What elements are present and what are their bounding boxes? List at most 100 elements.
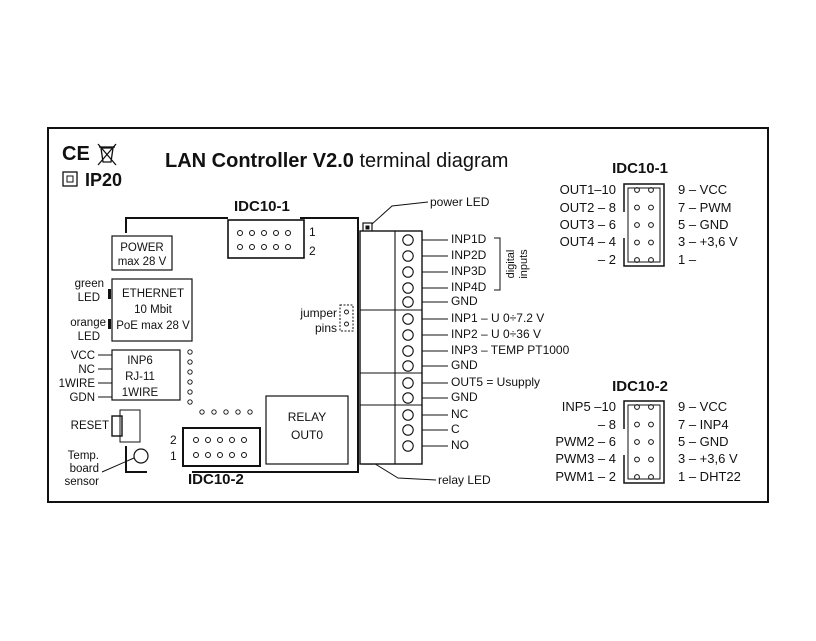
idc10-1-connector <box>623 183 665 267</box>
ce-mark: CE <box>62 143 90 165</box>
digital-inputs-bracket <box>494 237 501 291</box>
idc-bottom-extra-dots <box>199 409 253 415</box>
idc10-1-right-3: 3 – +3,6 V <box>678 234 738 249</box>
temp-sensor-label-2: board <box>70 463 99 475</box>
outer-frame <box>47 127 769 503</box>
relay-box-line-2: OUT0 <box>291 428 323 442</box>
term-inp1-analog: INP1 – U 0÷7.2 V <box>451 311 544 325</box>
idc10-1-title: IDC10-1 <box>612 160 668 177</box>
ethernet-box-line-2: 10 Mbit <box>134 304 173 316</box>
relay-box-line-1: RELAY <box>288 410 326 424</box>
idc-pin <box>648 257 654 263</box>
idc-pin <box>634 257 640 263</box>
terminal-screw <box>402 250 414 262</box>
terminal-screw <box>402 296 414 308</box>
idc-bottom-pin-row-2 <box>193 437 247 443</box>
idc10-2-left-4: PWM1 – 2 <box>555 469 616 484</box>
orange-led-label-1: orange <box>70 317 106 329</box>
relay-led-leader <box>371 461 437 481</box>
ip-inner-square-icon <box>66 175 74 183</box>
power-box-line-1: POWER <box>120 242 163 254</box>
power-box <box>111 235 173 271</box>
board-outline <box>125 217 359 473</box>
ethernet-box-line-3: PoE max 28 V <box>116 320 190 332</box>
relay-led-label: relay LED <box>438 473 491 487</box>
inp6-pin-leads <box>98 354 112 398</box>
idc-top-pin-row-1 <box>237 230 291 236</box>
idc10-2-title: IDC10-2 <box>612 378 668 395</box>
ip-square-icon <box>62 171 78 187</box>
terminal-screw <box>402 377 414 389</box>
idc-top-pin1-label: 1 <box>309 225 316 239</box>
idc-top-connector <box>227 219 305 259</box>
terminal-screw <box>402 424 414 436</box>
idc-bottom-pin2-label: 2 <box>170 433 177 447</box>
idc10-1-inner <box>627 187 661 263</box>
jumper-label-2: pins <box>315 321 337 335</box>
green-led-label-1: green <box>75 278 104 290</box>
inp6-box <box>111 349 181 401</box>
idc10-1-key-notch <box>622 212 626 238</box>
temp-sensor-label-3: sensor <box>64 476 99 488</box>
terminal-screws <box>402 234 414 452</box>
idc-pin <box>634 222 640 228</box>
idc-pin <box>648 404 654 410</box>
idc-top-label: IDC10-1 <box>234 198 290 215</box>
temp-sensor-leader <box>101 457 135 473</box>
idc10-2-left-0: INP5 –10 <box>562 399 616 414</box>
idc10-1-left-1: OUT2 – 8 <box>560 200 616 215</box>
ethernet-box-line-1: ETHERNET <box>122 288 184 300</box>
inp6-pin-1wire: 1WIRE <box>59 378 96 390</box>
term-no: NO <box>451 438 469 452</box>
idc10-1-pins <box>634 187 654 263</box>
idc10-2-connector <box>623 400 665 484</box>
orange-led-label-2: LED <box>78 331 100 343</box>
term-out5: OUT5 = Usupply <box>451 375 540 389</box>
ethernet-box <box>111 278 193 342</box>
terminal-screw <box>402 345 414 357</box>
idc-pin <box>634 439 640 445</box>
idc10-2-right-3: 3 – +3,6 V <box>678 451 738 466</box>
idc-top-pin-row-2 <box>237 244 291 250</box>
idc10-1-right-0: 9 – VCC <box>678 182 727 197</box>
idc10-1-left-4: – 2 <box>598 252 616 267</box>
idc10-1-left-0: OUT1–10 <box>560 182 616 197</box>
terminal-screw <box>402 409 414 421</box>
idc10-1-left-3: OUT4 – 4 <box>560 234 616 249</box>
terminal-screw <box>402 329 414 341</box>
idc10-1-right-2: 5 – GND <box>678 217 729 232</box>
inp6-box-line-2: RJ-11 <box>125 371 155 383</box>
temp-sensor-icon <box>133 448 149 464</box>
terminal-screw <box>402 313 414 325</box>
term-inp2d: INP2D <box>451 248 487 262</box>
green-led-marker <box>108 289 111 299</box>
term-gnd-2: GND <box>451 358 478 372</box>
term-c: C <box>451 422 460 436</box>
term-nc: NC <box>451 407 469 421</box>
idc-pin <box>634 474 640 480</box>
idc10-2-key-notch <box>622 429 626 455</box>
weee-bin-icon <box>97 143 117 166</box>
reset-label: RESET <box>71 420 109 432</box>
idc10-1-left-2: OUT3 – 6 <box>560 217 616 232</box>
term-inp2-analog: INP2 – U 0÷36 V <box>451 327 541 341</box>
terminal-screw <box>402 360 414 372</box>
inp6-pin-nc: NC <box>78 364 95 376</box>
idc-pin <box>634 204 640 211</box>
jumper-label-1: jumper <box>299 306 337 320</box>
ip-rating: IP20 <box>85 170 122 190</box>
relay-box <box>265 395 349 465</box>
terminal-screw <box>402 234 414 246</box>
pad-dot-column <box>187 349 193 405</box>
idc-pin <box>634 187 640 193</box>
term-gnd-1: GND <box>451 294 478 308</box>
orange-led-marker <box>108 319 111 329</box>
idc-pin <box>648 456 654 463</box>
power-box-line-2: max 28 V <box>118 256 167 268</box>
idc-pin <box>634 421 640 428</box>
jumper-pin-dots <box>344 309 349 327</box>
inp6-pin-gdn: GDN <box>69 392 95 404</box>
power-led-label: power LED <box>430 195 490 209</box>
idc-pin <box>648 204 654 211</box>
